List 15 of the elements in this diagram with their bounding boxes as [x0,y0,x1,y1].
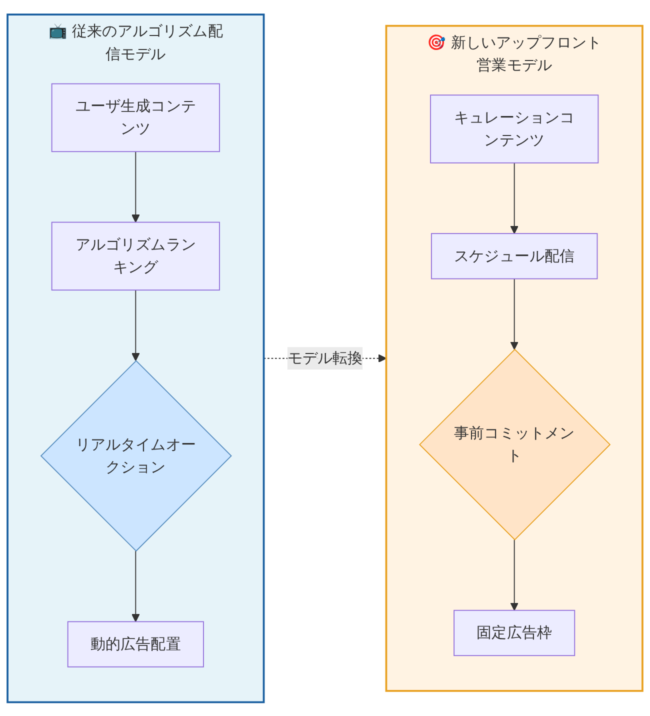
node-box: アルゴリズムランキング [51,221,220,290]
node-box: スケジュール配信 [430,232,598,279]
arrow [132,550,140,622]
arrow [132,150,140,222]
node-box: ユーザ生成コンテンツ [51,82,220,152]
arrow [510,538,518,610]
edge-label: モデル転換 [287,348,363,366]
arrow [132,289,140,361]
node-diamond: 事前コミットメント [419,348,611,540]
node-diamond: リアルタイムオークション [40,360,232,552]
arrow [510,278,518,350]
arrow [510,162,518,234]
node-box: 動的広告配置 [67,620,204,667]
node-box: キュレーションコンテンツ [430,94,599,163]
node-box: 固定広告枠 [454,610,576,656]
